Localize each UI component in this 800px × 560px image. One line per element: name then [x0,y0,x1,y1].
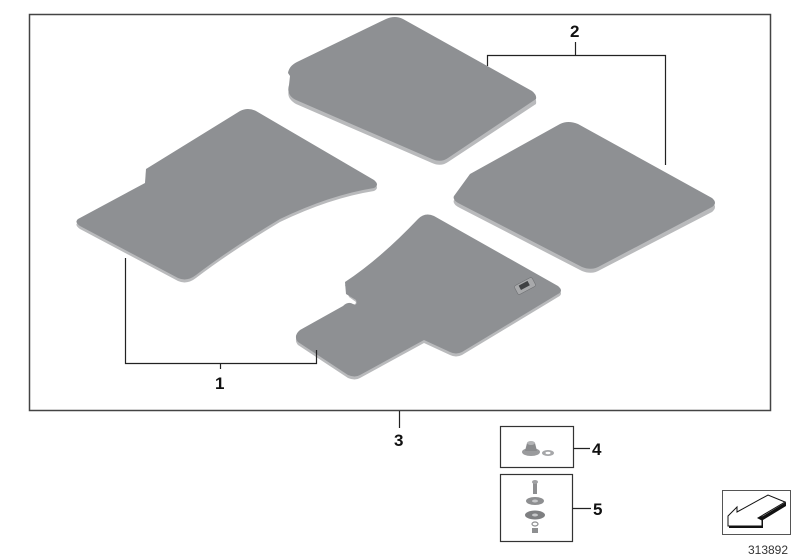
callout-label-2: 2 [570,22,580,41]
callout-1-leader [124,258,318,369]
callout-label-4: 4 [592,440,602,459]
rear-right-mat[interactable] [453,122,715,273]
callout-2-leader [486,42,667,165]
back-arrow-icon[interactable] [722,490,791,535]
set-frame [28,13,772,412]
front-left-mat[interactable] [76,109,378,283]
front-right-mat[interactable] [295,214,561,380]
fastener-clip-icon [522,441,554,456]
fastener-box-5[interactable] [499,473,592,543]
callout-label-5: 5 [593,500,603,519]
brand-logo-icon [514,277,536,295]
rear-left-mat[interactable] [288,17,537,165]
fastener-kit-icon [525,480,545,533]
callout-label-1: 1 [215,374,225,393]
fastener-box-4[interactable] [499,425,591,469]
diagram-reference-number: 313892 [747,543,789,557]
callout-label-3: 3 [394,431,404,450]
